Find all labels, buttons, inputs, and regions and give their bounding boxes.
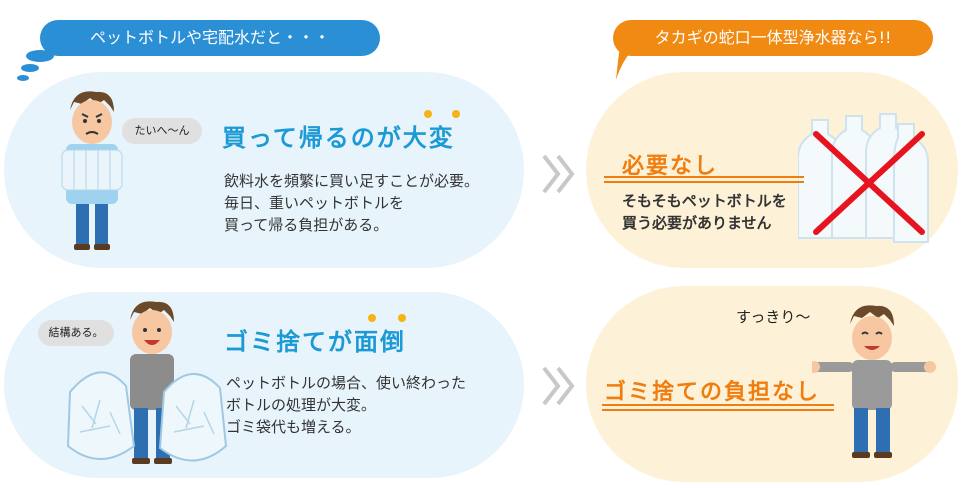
underline [604,181,804,183]
happy-man-illustration [812,305,936,458]
problem-description-trash: ペットボトルの場合、使い終わった ボトルの処理が大変。 ゴミ袋代も増える。 [226,374,467,436]
speech-tail-icon [616,46,636,80]
man-carrying-bottles-illustration [61,91,123,250]
solution-title-carry: 必要なし [622,154,719,179]
thought-bubble-tail-icon [17,50,54,81]
problem-title-trash: ゴミ捨てが面倒 [224,328,406,356]
underline [602,409,834,411]
relief-exclamation: すっきり〜 [736,308,811,326]
emphasis-dot [368,314,376,322]
solution-title-trash: ゴミ捨ての負担なし [604,380,821,405]
solution-panel-trash [586,286,958,482]
emphasis-dot [424,110,432,118]
solution-header: タカギの蛇口一体型浄水器なら!! [613,20,933,56]
speech-bubble: 結構ある。 [38,320,114,346]
problem-header: ペットボトルや宅配水だと・・・ [40,20,380,56]
underline [602,404,834,406]
man-with-trash-bags-illustration [66,301,228,464]
speech-bubble: たいへ〜ん [122,118,202,144]
solution-description-carry: そもそもペットボトルを 買う必要がありません [622,192,787,232]
underline [604,176,804,178]
double-chevron-right-icon [542,366,575,406]
emphasis-dot [452,110,460,118]
water-bottles-crossed-illustration [798,113,929,243]
problem-title-carry: 買って帰るのが大変 [222,124,455,152]
problem-description-carry: 飲料水を頻繁に買い足すことが必要。 毎日、重いペットボトルを 買って帰る負担があ… [224,172,480,234]
emphasis-dot [398,314,406,322]
double-chevron-right-icon [542,154,575,194]
